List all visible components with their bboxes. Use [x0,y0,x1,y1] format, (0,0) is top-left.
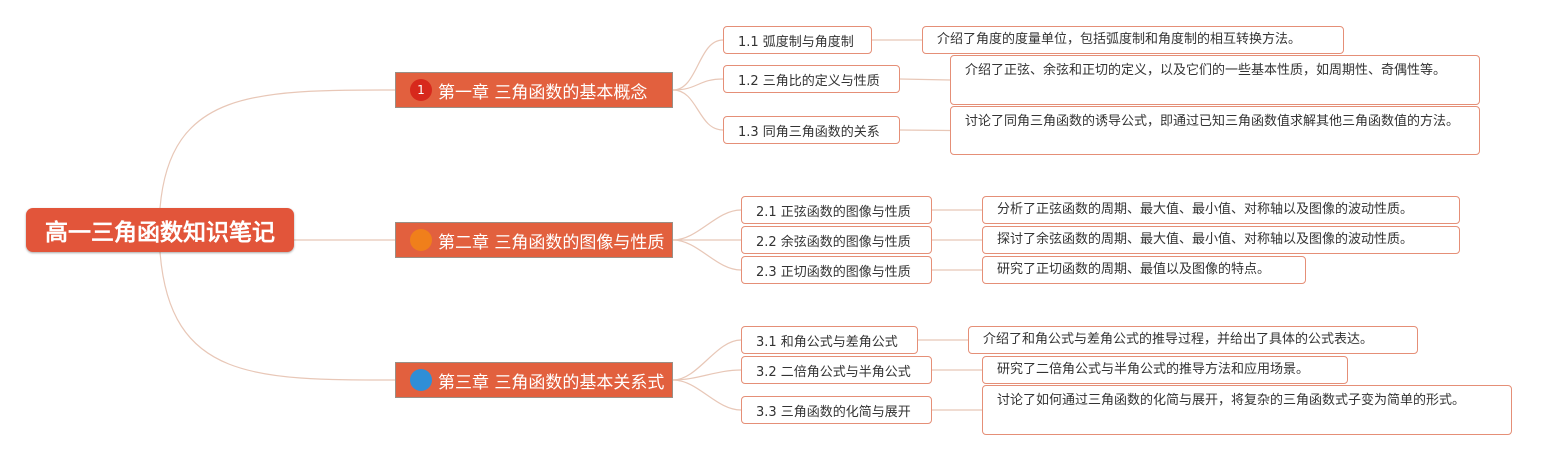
priority-1-icon: 1 [410,79,432,101]
section-3-3-label: 3.3 三角函数的化简与展开 [756,404,911,420]
section-2-3-note-text: 研究了正切函数的周期、最值以及图像的特点。 [997,262,1271,277]
chapter-2-label: 第二章 三角函数的图像与性质 [438,232,665,253]
chapter-1-label: 第一章 三角函数的基本概念 [438,82,648,103]
section-3-2-note[interactable]: 研究了二倍角公式与半角公式的推导方法和应用场景。 [982,356,1348,384]
chapter-1-to-section-3-line [672,89,724,131]
section-2-1-topic[interactable]: 2.1 正弦函数的图像与性质 [741,196,932,224]
chapter-1-to-section-1-line [672,39,724,91]
section-1-1-note-text: 介绍了角度的度量单位，包括弧度制和角度制的相互转换方法。 [937,32,1302,47]
section-2-2-topic[interactable]: 2.2 余弦函数的图像与性质 [741,226,932,254]
section-1-1-topic[interactable]: 1.1 弧度制与角度制 [723,26,872,54]
section-3-2-note-text: 研究了二倍角公式与半角公式的推导方法和应用场景。 [997,362,1310,377]
chapter-3-topic[interactable]: 第三章 三角函数的基本关系式 [395,362,673,398]
section-2-2-note-text: 探讨了余弦函数的周期、最大值、最小值、对称轴以及图像的波动性质。 [997,232,1414,247]
root-to-chapter-1-line [159,89,396,209]
section-1-1-note[interactable]: 介绍了角度的度量单位，包括弧度制和角度制的相互转换方法。 [922,26,1344,54]
section-2-2-note[interactable]: 探讨了余弦函数的周期、最大值、最小值、对称轴以及图像的波动性质。 [982,226,1460,254]
section-1-3-label: 1.3 同角三角函数的关系 [738,124,880,140]
root-to-chapter-3-line [159,251,396,381]
section-1-1-label: 1.1 弧度制与角度制 [738,34,854,50]
chapter-3-label: 第三章 三角函数的基本关系式 [438,372,665,393]
chapter-1-to-section-2-line [672,78,724,91]
section-2-1-note[interactable]: 分析了正弦函数的周期、最大值、最小值、对称轴以及图像的波动性质。 [982,196,1460,224]
section-1-3-note[interactable]: 讨论了同角三角函数的诱导公式，即通过已知三角函数值求解其他三角函数值的方法。 [950,106,1480,155]
section-3-1-label: 3.1 和角公式与差角公式 [756,334,898,350]
section-2-1-note-text: 分析了正弦函数的周期、最大值、最小值、对称轴以及图像的波动性质。 [997,202,1414,217]
section-1-2-note[interactable]: 介绍了正弦、余弦和正切的定义，以及它们的一些基本性质，如周期性、奇偶性等。 [950,55,1480,105]
section-1-3-to-note-line [899,129,951,132]
section-2-1-label: 2.1 正弦函数的图像与性质 [756,204,911,220]
chapter-2-to-section-3-line [672,239,742,271]
chapter-3-to-section-1-line [672,339,742,381]
section-2-3-note[interactable]: 研究了正切函数的周期、最值以及图像的特点。 [982,256,1306,284]
section-3-2-label: 3.2 二倍角公式与半角公式 [756,364,911,380]
chapter-2-to-section-1-line [672,209,742,241]
priority-3-icon [410,369,432,391]
section-2-3-label: 2.3 正切函数的图像与性质 [756,264,911,280]
section-3-1-note[interactable]: 介绍了和角公式与差角公式的推导过程，并给出了具体的公式表达。 [968,326,1418,354]
chapter-3-to-section-2-line [672,369,742,381]
section-1-2-topic[interactable]: 1.2 三角比的定义与性质 [723,65,900,93]
chapter-3-to-section-3-line [672,379,742,411]
section-2-3-topic[interactable]: 2.3 正切函数的图像与性质 [741,256,932,284]
section-3-3-note[interactable]: 讨论了如何通过三角函数的化简与展开，将复杂的三角函数式子变为简单的形式。 [982,385,1512,435]
priority-2-icon [410,229,432,251]
section-3-2-topic[interactable]: 3.2 二倍角公式与半角公式 [741,356,932,384]
section-3-3-note-text: 讨论了如何通过三角函数的化简与展开，将复杂的三角函数式子变为简单的形式。 [997,393,1466,408]
section-3-1-note-text: 介绍了和角公式与差角公式的推导过程，并给出了具体的公式表达。 [983,332,1374,347]
section-2-2-label: 2.2 余弦函数的图像与性质 [756,234,911,250]
root-topic-label: 高一三角函数知识笔记 [45,220,275,246]
root-topic[interactable]: 高一三角函数知识笔记 [26,208,294,252]
section-3-1-topic[interactable]: 3.1 和角公式与差角公式 [741,326,918,354]
section-1-2-label: 1.2 三角比的定义与性质 [738,73,880,89]
chapter-2-topic[interactable]: 第二章 三角函数的图像与性质 [395,222,673,258]
section-3-3-topic[interactable]: 3.3 三角函数的化简与展开 [741,396,932,424]
section-1-3-note-text: 讨论了同角三角函数的诱导公式，即通过已知三角函数值求解其他三角函数值的方法。 [965,114,1460,129]
section-1-3-topic[interactable]: 1.3 同角三角函数的关系 [723,116,900,144]
section-1-2-note-text: 介绍了正弦、余弦和正切的定义，以及它们的一些基本性质，如周期性、奇偶性等。 [965,63,1447,78]
chapter-1-topic[interactable]: 1 第一章 三角函数的基本概念 [395,72,673,108]
section-1-2-to-note-line [899,78,951,81]
